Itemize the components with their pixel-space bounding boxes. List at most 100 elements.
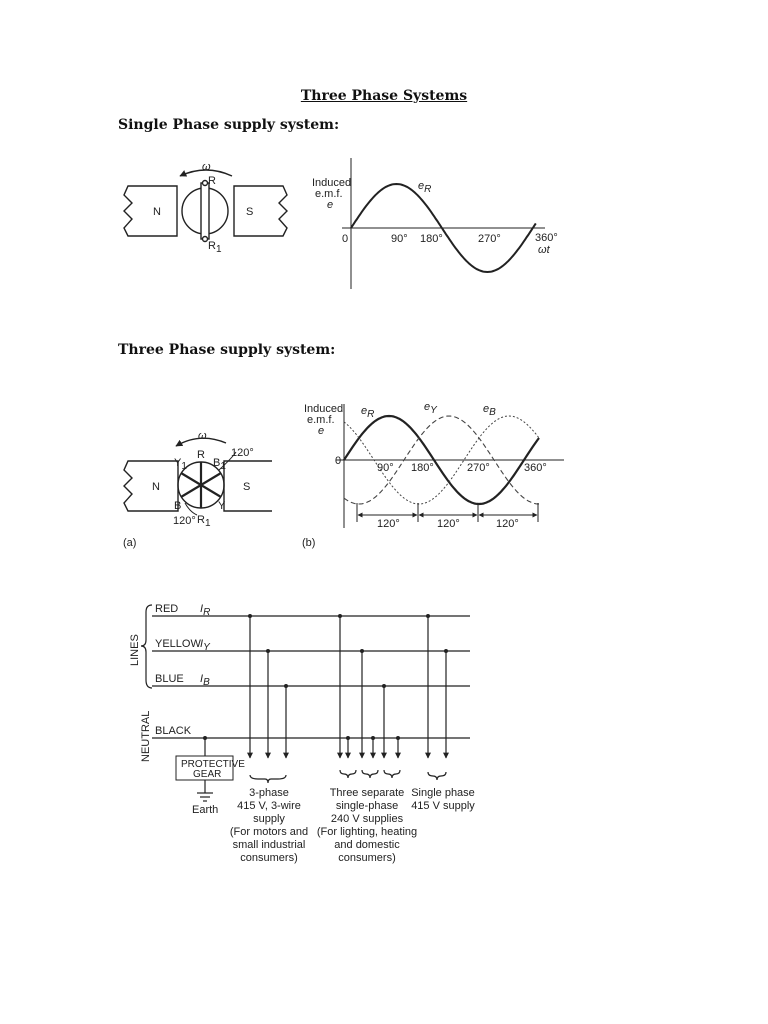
current-yellow-label: IY <box>200 638 211 653</box>
coil-loop <box>200 182 210 240</box>
tick-360: 360° <box>535 232 558 244</box>
coil-label-b: B <box>174 500 181 512</box>
caption-a: (a) <box>123 537 136 549</box>
span-label-1: 120° <box>377 518 400 530</box>
y-label-line3: e <box>318 425 324 437</box>
lines-group-label: LINES <box>129 634 141 666</box>
angle-label-top: 120° <box>231 447 254 459</box>
coil-label-b1: B1 <box>213 457 226 472</box>
pole-n-magnet <box>123 185 178 237</box>
caption-b: (b) <box>302 537 315 549</box>
series-label-e-b: eB <box>483 403 496 418</box>
svg-text:3-phase: 3-phase <box>249 787 289 799</box>
single-phase-240-caption: Three separate single-phase 240 V suppli… <box>317 787 417 864</box>
coil-top-label: R <box>208 175 216 187</box>
pole-s-label: S <box>243 481 250 493</box>
svg-text:single-phase: single-phase <box>336 800 398 812</box>
origin-label: 0 <box>335 455 341 467</box>
svg-text:(For lighting, heating: (For lighting, heating <box>317 826 417 838</box>
tick-270: 270° <box>478 233 501 245</box>
pole-s-magnet <box>233 185 288 237</box>
y-label-line3: e <box>327 199 333 211</box>
line-yellow-label: YELLOW <box>155 638 201 650</box>
svg-text:415 V supply: 415 V supply <box>411 800 475 812</box>
series-label-e-r: eR <box>361 405 374 420</box>
three-phase-waveform <box>336 404 564 528</box>
svg-text:and domestic: and domestic <box>334 839 400 851</box>
three-phase-brace <box>249 774 287 784</box>
pole-n-label: N <box>152 481 160 493</box>
rotation-arrow <box>179 169 233 177</box>
single-phase-415-caption: Single phase 415 V supply <box>411 787 475 812</box>
svg-text:supply: supply <box>253 813 285 825</box>
neutral-group-label: NEUTRAL <box>140 711 152 762</box>
svg-text:small industrial: small industrial <box>233 839 306 851</box>
span-label-3: 120° <box>496 518 519 530</box>
three-phase-heading: Three Phase supply system: <box>118 342 336 358</box>
pole-n-magnet <box>123 460 179 512</box>
y-label-line1: Induced <box>304 403 343 415</box>
angle-arc-top <box>218 451 237 471</box>
svg-text:(For motors and: (For motors and <box>230 826 308 838</box>
omega-label: ω <box>198 430 207 442</box>
page-title: Three Phase Systems <box>300 88 468 104</box>
series-e-r-curve <box>343 414 540 506</box>
coil-bottom-label: R1 <box>208 240 222 255</box>
omega-label: ω <box>202 161 211 173</box>
angle-arc-bottom <box>184 502 198 516</box>
svg-text:Single phase: Single phase <box>411 787 475 799</box>
line-to-line-taps <box>425 616 449 759</box>
svg-text:415 V, 3-wire: 415 V, 3-wire <box>237 800 301 812</box>
three-phase-supply-caption: 3-phase 415 V, 3-wire supply (For motors… <box>230 787 308 864</box>
svg-text:Three separate: Three separate <box>330 787 405 799</box>
y-label-line2: e.m.f. <box>307 414 335 426</box>
tick-180: 180° <box>420 233 443 245</box>
series-e-b-curve <box>343 415 540 505</box>
pole-n-label: N <box>153 206 161 218</box>
coil-label-r1: R1 <box>197 514 211 529</box>
distribution-diagram <box>140 604 470 802</box>
single-phase-heading: Single Phase supply system: <box>118 117 340 133</box>
series-e-r-curve <box>350 182 537 274</box>
single-phase-generator-diagram <box>123 169 288 243</box>
origin-label: 0 <box>342 233 348 245</box>
series-e-y-curve <box>343 415 540 505</box>
lines-brace <box>140 604 153 689</box>
protective-gear-line1: PROTECTIVE <box>181 759 245 770</box>
tick-270: 270° <box>467 462 490 474</box>
svg-text:consumers): consumers) <box>338 852 395 864</box>
svg-text:240 V supplies: 240 V supplies <box>331 813 404 825</box>
current-red-label: IR <box>200 603 210 618</box>
x-label: ωt <box>538 244 551 256</box>
three-phase-generator-diagram <box>123 437 272 516</box>
tick-90: 90° <box>391 233 408 245</box>
current-blue-label: IB <box>200 673 210 688</box>
svg-text:consumers): consumers) <box>240 852 297 864</box>
coil-label-r: R <box>197 449 205 461</box>
earth-symbol <box>197 792 213 802</box>
line-neutral-label: BLACK <box>155 725 192 737</box>
tick-360: 360° <box>524 462 547 474</box>
series-label-e-r: eR <box>418 180 431 195</box>
three-phase-taps <box>247 616 289 759</box>
line-red-label: RED <box>155 603 178 615</box>
coil-windings <box>180 462 222 508</box>
span-label-2: 120° <box>437 518 460 530</box>
tick-90: 90° <box>377 462 394 474</box>
coil-label-y: Y <box>218 500 226 512</box>
single-phase-taps <box>337 616 401 759</box>
tick-180: 180° <box>411 462 434 474</box>
line-blue-label: BLUE <box>155 673 184 685</box>
y-label-line2: e.m.f. <box>315 188 343 200</box>
angle-label-bottom: 120° <box>173 515 196 527</box>
protective-gear-line2: GEAR <box>193 769 221 780</box>
rotation-arrow <box>175 437 227 447</box>
coil-label-y1: Y1 <box>174 457 187 472</box>
y-label-line1: Induced <box>312 177 351 189</box>
series-label-e-y: eY <box>424 401 438 416</box>
single-phase-waveform <box>342 158 545 289</box>
earth-label: Earth <box>192 804 218 816</box>
span-markers <box>356 503 539 522</box>
pole-s-label: S <box>246 206 253 218</box>
